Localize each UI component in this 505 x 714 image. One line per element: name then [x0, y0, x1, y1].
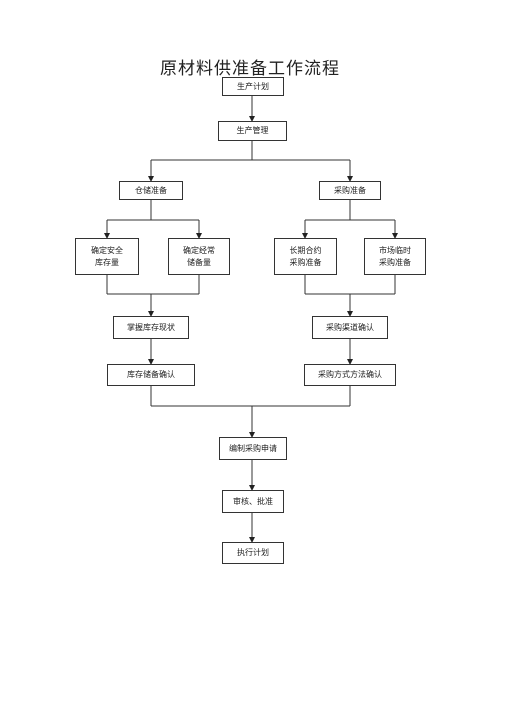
node-safety-stock: 确定安全 库存量: [75, 238, 139, 275]
node-review-approve: 审核、批准: [222, 490, 284, 513]
node-method-confirm: 采购方式方法确认: [304, 364, 396, 386]
page-title: 原材料供准备工作流程: [160, 59, 340, 79]
node-regular-storage: 确定经常 储备量: [168, 238, 230, 275]
node-storage-confirm: 库存储备确认: [107, 364, 195, 386]
node-inventory-status: 掌握库存现状: [113, 316, 189, 339]
node-production-mgmt: 生产管理: [218, 121, 287, 141]
node-market-temp: 市场临时 采购准备: [364, 238, 426, 275]
node-production-plan: 生产计划: [222, 77, 284, 96]
node-warehouse-prep: 仓储准备: [119, 181, 183, 200]
node-channel-confirm: 采购渠道确认: [312, 316, 388, 339]
node-execute-plan: 执行计划: [222, 542, 284, 564]
node-long-contract: 长期合约 采购准备: [274, 238, 337, 275]
node-compile-request: 编制采购申请: [219, 437, 287, 460]
node-purchase-prep: 采购准备: [319, 181, 381, 200]
